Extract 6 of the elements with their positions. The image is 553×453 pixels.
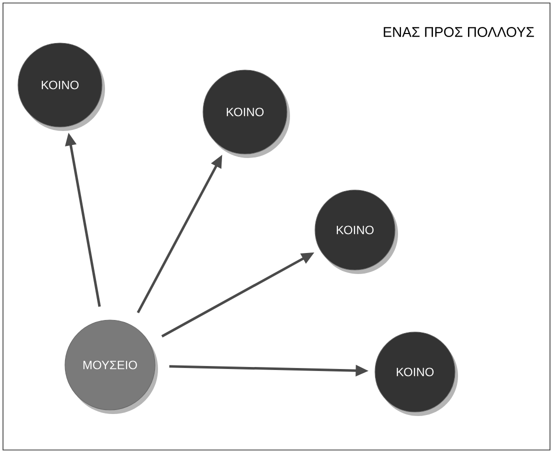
circle-node: ΜΟΥΣΕΙΟ: [64, 320, 158, 414]
circle-node: ΚΟΙΝΟ: [18, 42, 105, 131]
circle-node: ΚΟΙΝΟ: [374, 332, 458, 416]
circle-node: ΚΟΙΝΟ: [202, 70, 290, 158]
circle-node: ΚΟΙΝΟ: [314, 190, 398, 274]
title: ΕΝΑΣ ΠΡΟΣ ΠΟΛΛΟΥΣ: [384, 27, 534, 37]
